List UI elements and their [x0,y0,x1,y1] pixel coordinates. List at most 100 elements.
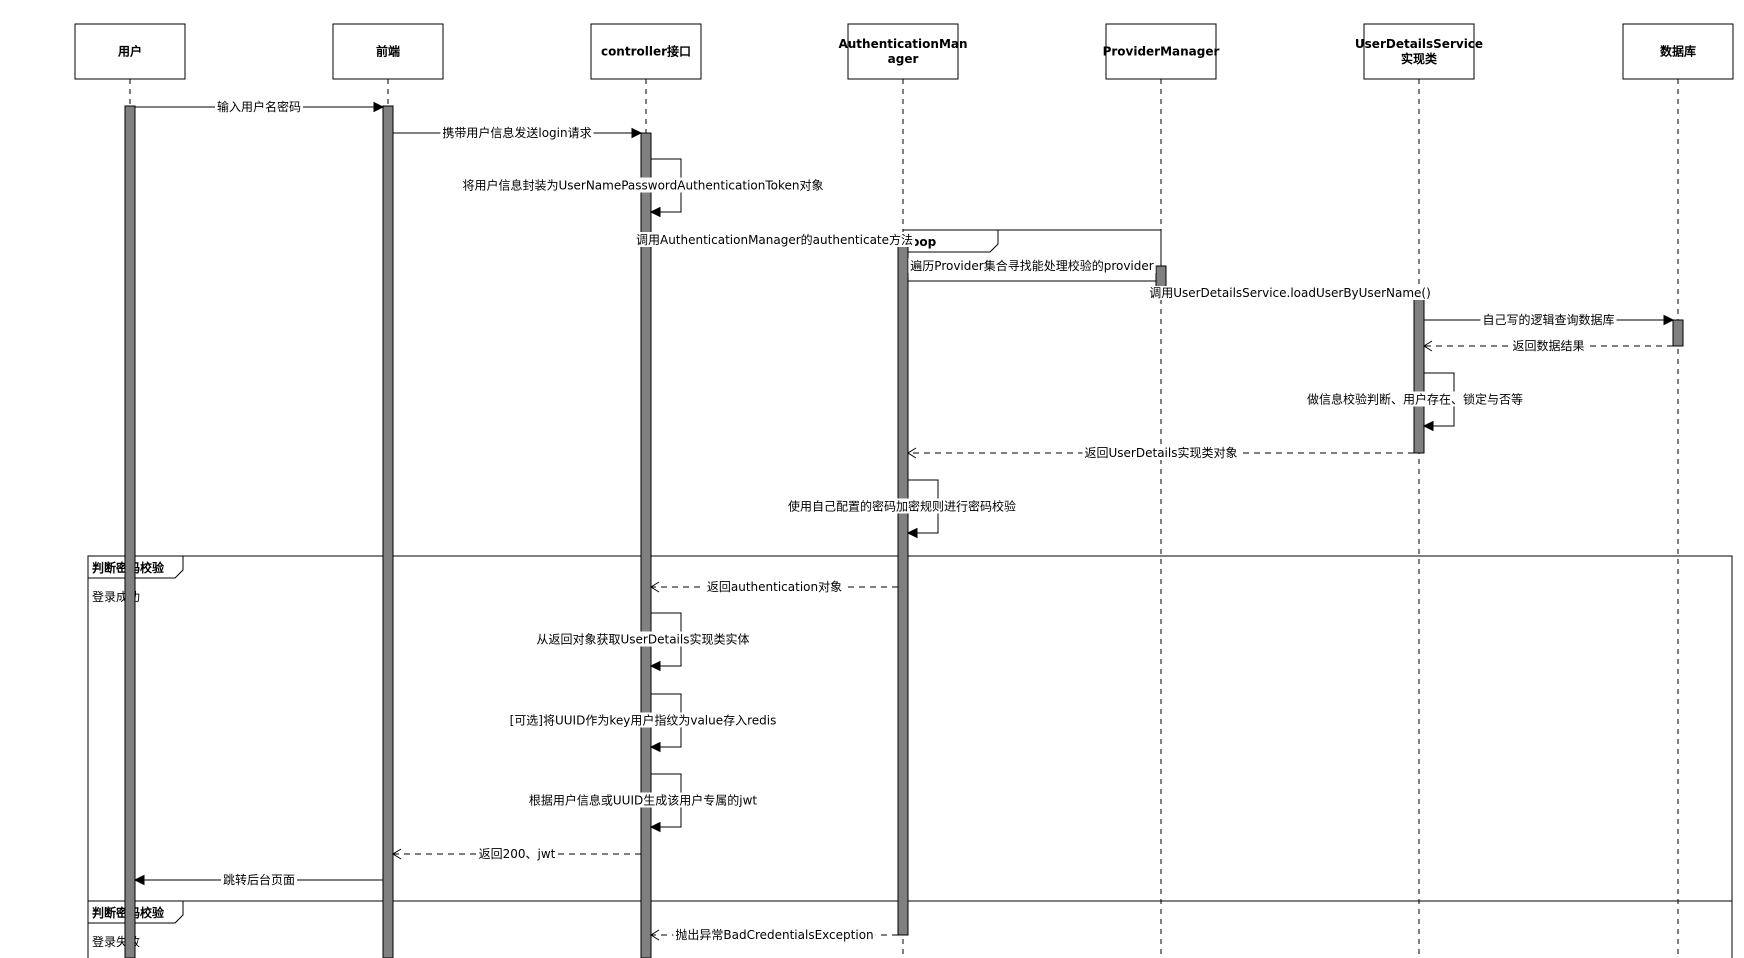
message-label-background [1147,286,1433,300]
message-m16: 返回200、jwt [392,847,641,861]
message-label: 输入用户名密码 [217,99,301,114]
participant-label: ProviderManager [1103,45,1220,59]
message-m11: 使用自己配置的密码加密规则进行密码校验 [785,479,1019,539]
message-label-background [1304,391,1526,407]
participant-box[interactable] [847,23,959,80]
message-label: 调用UserDetailsService.loadUserByUserName(… [1149,286,1431,300]
participant-box[interactable] [1363,23,1475,80]
participant-box[interactable] [74,23,186,80]
message-m5: 遍历Provider集合寻找能处理校验的provider [908,258,1158,273]
message-label: 返回UserDetails实现类对象 [1085,445,1238,460]
arrowhead-filled [906,527,918,539]
message-label-background [1082,445,1240,460]
message-label: 返回authentication对象 [707,580,842,594]
arrowhead-filled [649,741,661,753]
lifeline-database: 数据库 [1622,23,1734,958]
participant-label: ager [888,52,919,66]
message-m4: 调用AuthenticationManager的authenticate方法 [633,232,916,247]
participant-label: 数据库 [1660,44,1696,59]
arrowhead-filled [1422,420,1434,432]
message-label: 跳转后台页面 [223,872,295,887]
message-label: 将用户信息封装为UserNamePasswordAuthenticationTo… [462,178,823,193]
message-label: 遍历Provider集合寻找能处理校验的provider [910,258,1153,273]
arrowhead-open [392,848,402,860]
message-m9: 做信息校验判断、用户存在、锁定与否等 [1304,372,1526,432]
combined-fragment-success: 判断密码校验登录成功 [87,555,1733,902]
activation-bar-database [1672,319,1684,347]
message-m14: [可选]将UUID作为key用户指纹为value存入redis [507,693,779,753]
message-m2: 携带用户信息发送login请求 [393,125,643,140]
activation-bar-user [124,105,136,958]
arrowhead-open [1423,340,1433,352]
message-label: 返回200、jwt [479,847,556,861]
message-m6: 调用UserDetailsService.loadUserByUserName(… [1147,286,1433,300]
message-label: 调用AuthenticationManager的authenticate方法 [636,232,913,247]
message-m12: 返回authentication对象 [650,580,898,594]
participant-box[interactable] [590,23,702,80]
message-label-background [534,631,752,647]
participant-label: controller接口 [601,44,691,59]
message-label: 使用自己配置的密码加密规则进行密码校验 [788,499,1016,514]
fragment-frame [87,555,1733,902]
message-label: 从返回对象获取UserDetails实现类实体 [537,632,750,647]
arrowhead-filled [133,874,145,886]
participant-box[interactable] [332,23,444,80]
fragment-frame [87,900,1733,958]
message-m1: 输入用户名密码 [135,99,385,114]
arrowhead-filled [373,101,385,113]
participant-label: UserDetailsService [1355,37,1483,51]
activation-layer [124,105,1684,958]
arrowhead-filled [649,821,661,833]
lifeline-providermanager: ProviderManager [1103,23,1220,958]
message-label: 根据用户信息或UUID生成该用户专属的jwt [529,793,757,808]
message-label: 返回数据结果 [1512,338,1584,353]
arrowhead-open [650,581,660,593]
message-label-background [785,498,1019,514]
activation-bar-userdetailsservice [1413,292,1425,454]
message-label-background [633,232,916,247]
arrowhead-open [650,929,660,941]
message-label-background [220,872,298,887]
message-label-background [214,99,304,114]
message-m15: 根据用户信息或UUID生成该用户专属的jwt [526,773,760,833]
message-label: 自己写的逻辑查询数据库 [1482,312,1614,327]
participant-label: AuthenticationMan [838,37,967,51]
arrowhead-open [907,447,917,459]
message-label-background [440,125,594,140]
combined-fragment-failure: 判断密码校验登录失败 [87,900,1733,958]
message-m10: 返回UserDetails实现类对象 [907,445,1414,460]
message-m18: 抛出异常BadCredentialsException [650,927,898,942]
message-m8: 返回数据结果 [1423,338,1673,353]
arrowhead-filled [649,206,661,218]
message-label-background [704,580,845,594]
message-label-background [908,258,1156,273]
participant-box[interactable] [1105,23,1217,80]
message-label-background [526,792,760,808]
message-m17: 跳转后台页面 [133,872,383,887]
message-label-background [460,177,826,193]
participant-box[interactable] [1622,23,1734,80]
fragment-layer: loop 判断密码校验登录成功判断密码校验登录失败 [87,229,1733,958]
arrowhead-filled [649,660,661,672]
arrowhead-filled [631,127,643,139]
participant-label: 用户 [117,44,142,59]
message-label-background [476,847,558,861]
message-label-background [673,927,876,942]
message-label-background [1510,338,1587,353]
message-label-background [1480,312,1617,327]
participant-label: 前端 [376,44,400,59]
activation-bar-controller [640,132,652,958]
activation-bar-authmanager [897,239,909,936]
message-label: 携带用户信息发送login请求 [442,125,591,140]
message-label-background [507,712,779,728]
message-label: 做信息校验判断、用户存在、锁定与否等 [1307,392,1523,407]
combined-fragment-loop: loop [902,229,1162,282]
arrowhead-filled [1663,314,1675,326]
participant-label: 实现类 [1401,51,1438,66]
message-m7: 自己写的逻辑查询数据库 [1424,312,1675,327]
message-label: [可选]将UUID作为key用户指纹为value存入redis [510,713,777,728]
message-label: 抛出异常BadCredentialsException [675,927,873,942]
message-m13: 从返回对象获取UserDetails实现类实体 [534,612,752,672]
